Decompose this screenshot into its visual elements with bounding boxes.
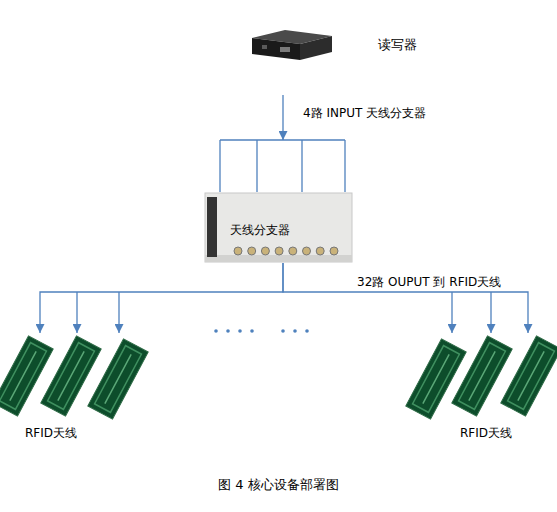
input-bracket [220,140,345,192]
signal-arrow [283,263,528,333]
figure-caption: 图 4 核心设备部署图 [218,477,339,493]
connector-layer [40,95,528,333]
device-node: RFID天线 [410,333,557,445]
connector-label: 32路 OUPUT 到 RFID天线 [357,275,501,289]
device-node: 读写器 [245,22,445,95]
node-label: RFID天线 [25,426,77,440]
connector-label: 4路 INPUT 天线分支器 [303,106,426,120]
rfid-antennas [0,336,557,419]
node-label: 读写器 [378,38,417,52]
signal-arrow [40,263,283,333]
splitter-device [205,193,352,262]
antenna-drops [77,292,491,333]
node-label: 天线分支器 [230,223,290,237]
reader-device [252,30,332,60]
signal-arrow [282,95,283,140]
ellipsis-dots [214,329,309,333]
device-node: RFID天线 [0,333,150,445]
node-label: RFID天线 [460,426,512,440]
device-node: 天线分支器 [205,140,353,263]
